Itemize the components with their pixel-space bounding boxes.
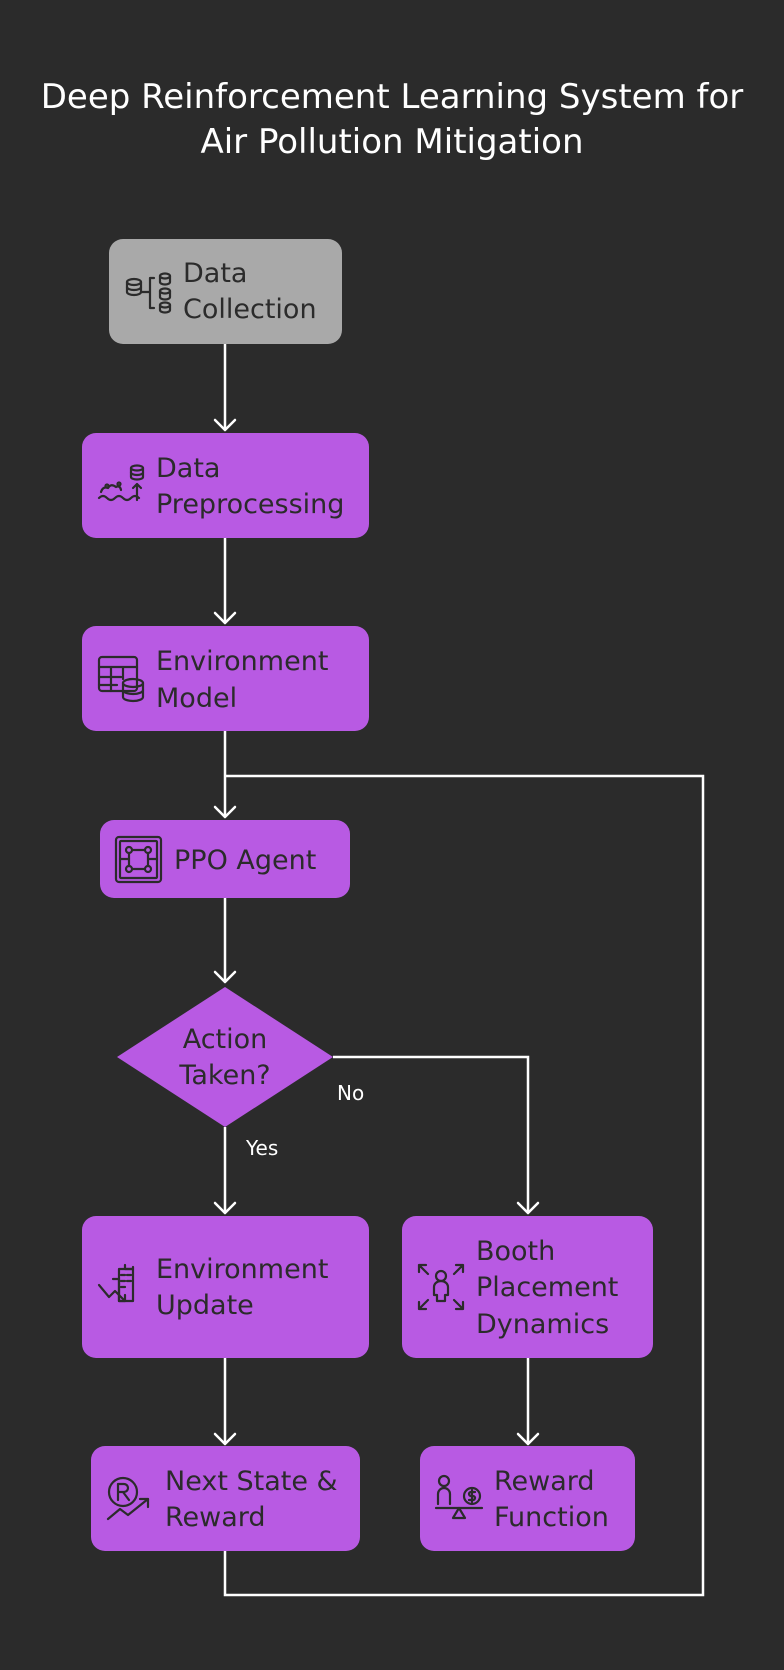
node-booth-placement-dynamics[interactable]: Booth Placement Dynamics xyxy=(402,1216,653,1358)
node-data-preprocessing[interactable]: Data Preprocessing xyxy=(82,433,369,538)
reward-growth-icon xyxy=(106,1476,150,1521)
table-database-icon xyxy=(97,655,145,703)
node-box xyxy=(420,1446,635,1551)
node-label-line-2: Update xyxy=(156,1290,254,1321)
arrowhead xyxy=(213,970,237,984)
person-balance-icon xyxy=(434,1474,484,1520)
node-reward-function[interactable]: Reward Function xyxy=(420,1446,635,1551)
edge-label-yes: Yes xyxy=(245,1136,278,1160)
node-data-collection[interactable]: Data Collection xyxy=(109,239,342,344)
node-label-line-1: Environment xyxy=(156,1254,328,1285)
circuit-board-icon xyxy=(114,835,163,884)
node-label-line-1: Action xyxy=(183,1024,268,1055)
node-label-line-1: Data xyxy=(183,258,247,289)
data-cleaning-icon xyxy=(97,464,145,502)
node-label: PPO Agent xyxy=(174,845,316,876)
node-box xyxy=(82,626,369,731)
diagram-title-line-2: Air Pollution Mitigation xyxy=(200,122,583,162)
node-label-line-1: Data xyxy=(156,453,220,484)
edge-feedback-loop xyxy=(223,774,705,1597)
city-trend-icon xyxy=(97,1263,135,1303)
node-decision-action-taken[interactable]: Action Taken? xyxy=(117,987,333,1127)
database-branch-icon xyxy=(125,272,172,314)
arrowhead xyxy=(213,1201,237,1215)
edge-decision-no xyxy=(333,1055,530,1213)
edges xyxy=(213,344,705,1597)
node-label-line-1: Booth xyxy=(476,1236,555,1267)
node-box xyxy=(402,1216,653,1358)
node-label-line-1: Reward xyxy=(494,1466,595,1497)
node-label-line-1: Environment xyxy=(156,646,328,677)
node-box xyxy=(100,820,350,898)
node-label-line-2: Collection xyxy=(183,294,317,325)
node-label-line-2: Preprocessing xyxy=(156,489,344,520)
node-environment-model[interactable]: Environment Model xyxy=(82,626,369,731)
arrowhead xyxy=(213,611,237,625)
node-box xyxy=(82,433,369,538)
arrowhead xyxy=(516,1201,540,1215)
person-expand-icon xyxy=(417,1263,465,1311)
node-box xyxy=(82,1216,369,1358)
node-next-state-reward[interactable]: Next State & Reward xyxy=(91,1446,360,1551)
edge-label-no: No xyxy=(337,1081,364,1105)
node-box xyxy=(91,1446,360,1551)
diagram-title-line-1: Deep Reinforcement Learning System for xyxy=(41,77,744,117)
arrowhead xyxy=(213,805,237,819)
node-label-line-2: Taken? xyxy=(178,1060,270,1091)
decision-diamond xyxy=(117,987,333,1127)
node-label-line-1: Next State & xyxy=(165,1466,338,1497)
node-label-line-3: Dynamics xyxy=(476,1309,609,1340)
node-label-line-2: Reward xyxy=(165,1502,266,1533)
arrowhead xyxy=(516,1432,540,1446)
arrowhead xyxy=(213,418,237,432)
node-label-line-2: Model xyxy=(156,683,237,714)
arrowhead xyxy=(213,1432,237,1446)
node-ppo-agent[interactable]: PPO Agent xyxy=(100,820,350,898)
node-label-line-2: Function xyxy=(494,1502,609,1533)
node-box xyxy=(109,239,342,344)
node-label-line-2: Placement xyxy=(476,1272,618,1303)
node-environment-update[interactable]: Environment Update xyxy=(82,1216,369,1358)
